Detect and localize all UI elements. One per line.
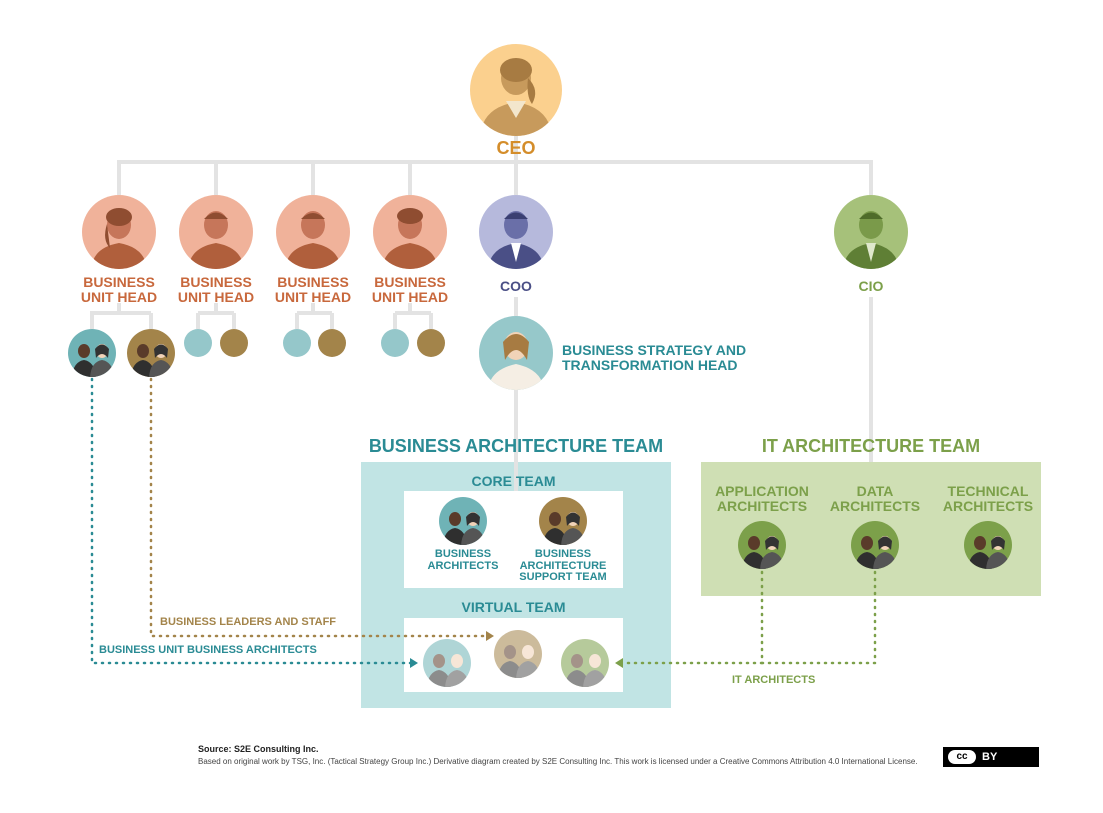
data-label-line2: ARCHITECTS — [829, 497, 921, 514]
business-unit-head-3-label: BUSINESS UNIT HEAD — [268, 275, 358, 304]
business-unit-head-1-avatar — [82, 195, 156, 269]
support-label-line2: ARCHITECTURE — [519, 559, 607, 572]
flow-arrowheads — [410, 631, 623, 668]
business-architecture-team-title: BUSINESS ARCHITECTURE TEAM — [368, 436, 664, 456]
business-unit-head-2-label: BUSINESS UNIT HEAD — [171, 275, 261, 304]
data-label-line1: DATA — [856, 483, 894, 499]
arrowhead-icon — [486, 631, 494, 641]
bu-label-line1: BUSINESS — [83, 274, 155, 290]
team-dot-icon — [184, 329, 212, 357]
it-architects-flow-label: IT ARCHITECTS — [732, 674, 816, 686]
cio-avatar — [834, 195, 908, 269]
bu-architects-flow-label: BUSINESS UNIT BUSINESS ARCHITECTS — [99, 644, 317, 656]
strategy-head-line2: TRANSFORMATION HEAD — [562, 356, 738, 373]
arrowhead-icon — [410, 658, 418, 668]
attribution-icon: BY — [982, 751, 998, 763]
team-dot-icon — [381, 329, 409, 357]
bu-label-line2: UNIT HEAD — [274, 288, 352, 305]
connector-lines — [90, 136, 873, 462]
business-unit-head-4-label: BUSINESS UNIT HEAD — [365, 275, 455, 304]
ceo-label: CEO — [496, 138, 536, 158]
strategy-head-line1: BUSINESS STRATEGY AND — [562, 342, 747, 358]
team-dot-icon — [417, 329, 445, 357]
app-label-line2: ARCHITECTS — [716, 497, 808, 514]
bu-leaders-staff-pair-icon — [127, 329, 175, 377]
arrowhead-icon — [615, 658, 623, 668]
team-dot-icon — [283, 329, 311, 357]
coo-label: COO — [500, 278, 532, 294]
bu-business-architects-pair-icon — [68, 329, 116, 377]
business-unit-head-4-avatar — [373, 195, 447, 269]
support-team-label: BUSINESS ARCHITECTURE SUPPORT TEAM — [508, 548, 618, 584]
strategy-head-label: BUSINESS STRATEGY AND TRANSFORMATION HEA… — [562, 343, 746, 372]
team-dot-icon — [318, 329, 346, 357]
virtual-it-architects-pair-icon — [561, 639, 609, 687]
bu-label-line1: BUSINESS — [374, 274, 446, 290]
coo-avatar — [479, 195, 553, 269]
team-dot-icon — [220, 329, 248, 357]
business-unit-head-2-avatar — [179, 195, 253, 269]
business-unit-teams — [184, 329, 445, 357]
leaders-staff-flow-label: BUSINESS LEADERS AND STAFF — [160, 616, 337, 628]
virtual-team-title: VIRTUAL TEAM — [461, 599, 566, 615]
bu-label-line2: UNIT HEAD — [177, 288, 255, 305]
virtual-bu-architects-pair-icon — [423, 639, 471, 687]
ba-label-line1: BUSINESS — [434, 548, 492, 560]
business-architects-label: BUSINESS ARCHITECTS — [413, 548, 513, 572]
license-text: Based on original work by TSG, Inc. (Tac… — [198, 757, 918, 766]
flow-lines — [90, 377, 877, 665]
application-architects-label: APPLICATION ARCHITECTS — [707, 484, 817, 513]
technical-architects-label: TECHNICAL ARCHITECTS — [933, 484, 1043, 513]
bu-label-line2: UNIT HEAD — [80, 288, 158, 305]
strategy-head-avatar — [479, 316, 553, 390]
ba-label-line2: ARCHITECTS — [427, 559, 499, 572]
data-architects-label: DATA ARCHITECTS — [820, 484, 930, 513]
bu-label-line1: BUSINESS — [180, 274, 252, 290]
creative-commons-icon: cc — [948, 750, 976, 764]
business-unit-head-1-label: BUSINESS UNIT HEAD — [74, 275, 164, 304]
source-credit: Source: S2E Consulting Inc. — [198, 744, 319, 754]
it-architecture-team-title: IT ARCHITECTURE TEAM — [761, 436, 981, 456]
bu-label-line2: UNIT HEAD — [371, 288, 449, 305]
cio-label: CIO — [858, 278, 884, 294]
support-label-line1: BUSINESS — [534, 548, 592, 560]
tech-label-line1: TECHNICAL — [947, 483, 1029, 499]
business-unit-head-3-avatar — [276, 195, 350, 269]
bu-label-line1: BUSINESS — [277, 274, 349, 290]
core-team-title: CORE TEAM — [471, 473, 556, 489]
ceo-avatar — [470, 44, 562, 136]
cc-by-license-badge[interactable]: cc BY — [943, 747, 1039, 767]
core-team-panel — [404, 491, 623, 588]
tech-label-line2: ARCHITECTS — [942, 497, 1034, 514]
app-label-line1: APPLICATION — [715, 483, 809, 499]
support-label-line3: SUPPORT TEAM — [519, 571, 607, 584]
